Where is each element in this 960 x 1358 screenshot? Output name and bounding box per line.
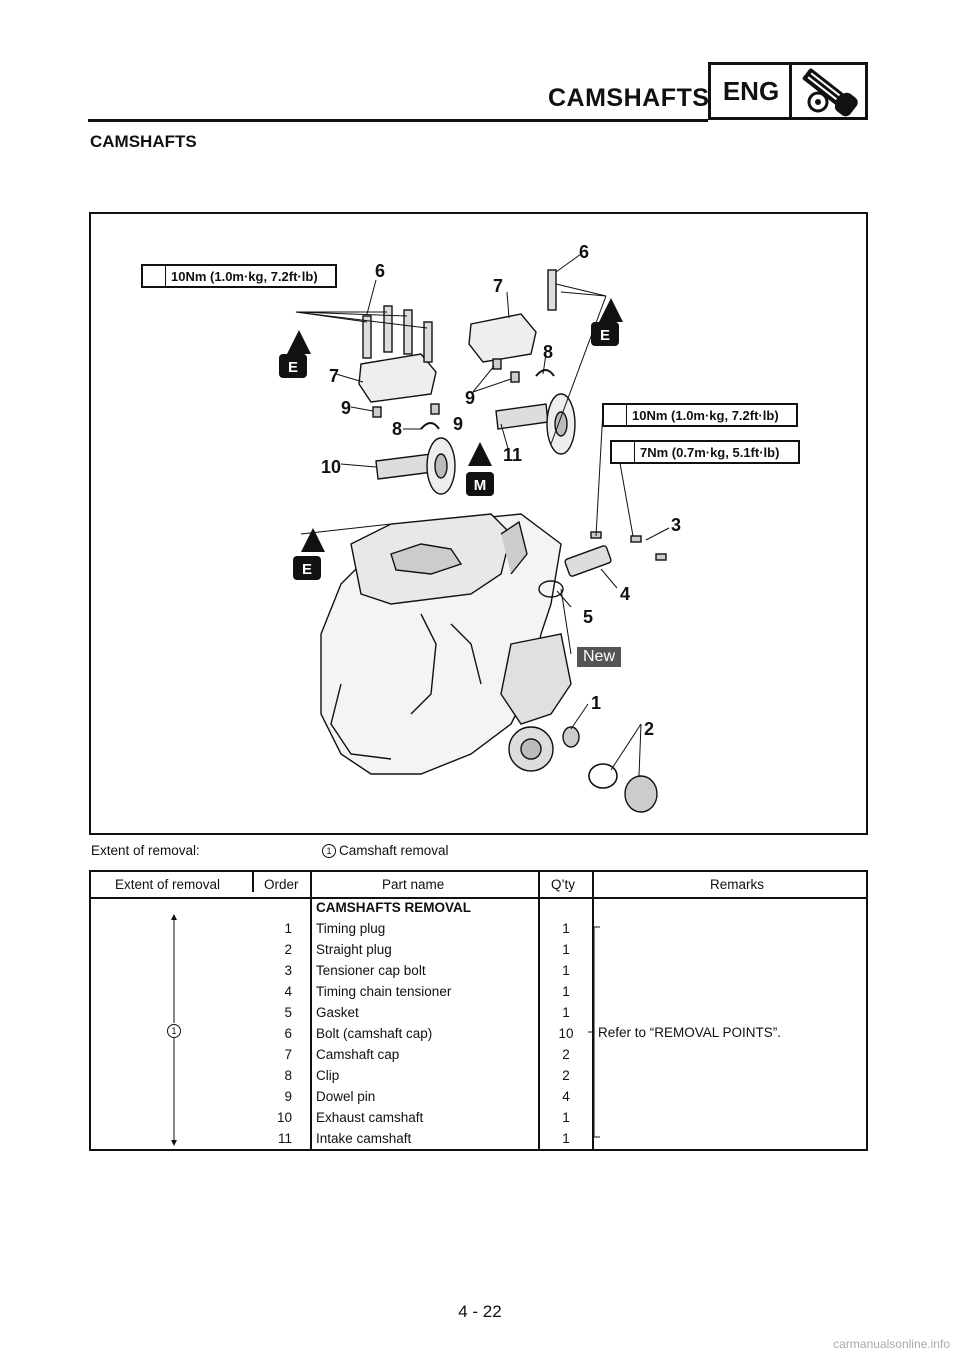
header-rule [88,119,708,122]
callout-8-right: 8 [543,342,554,362]
col-header-order: Order [264,877,299,892]
col-header-extent: Extent of removal [115,877,221,892]
row-order: 1 [284,921,292,936]
row-order: 11 [277,1131,292,1146]
row-part: Clip [316,1068,340,1083]
badge-divider [789,62,792,120]
torque-wrench-icon [612,442,635,462]
header-title: CAMSHAFTS [548,84,710,112]
camshaft-exploded-diagram: E E E M [279,253,670,813]
row-order: 5 [284,1005,292,1020]
col-header-remarks: Remarks [710,877,765,892]
section-code: ENG [722,76,780,106]
col-divider [310,870,312,1150]
row-qty: 1 [562,1110,570,1125]
callout-9-left: 9 [341,398,352,418]
callout-1: 1 [591,693,602,713]
row-part: Camshaft cap [316,1047,400,1062]
callout-11: 11 [503,445,523,465]
col-divider [252,870,254,892]
watermark: carmanualsonline.info [833,1337,950,1351]
callout-3: 3 [671,515,682,535]
row-qty: 2 [562,1047,570,1062]
row-qty: 1 [562,1005,570,1020]
table-extent-marker: 1 [167,1024,181,1038]
section-title: CAMSHAFTS [90,132,197,151]
row-part: Dowel pin [316,1089,376,1104]
row-part: Bolt (camshaft cap) [316,1026,433,1041]
row-order: 9 [284,1089,292,1104]
group-title: CAMSHAFTS REMOVAL [316,900,471,915]
row-order: 4 [284,984,292,999]
callout-5: 5 [583,607,594,627]
extent-marker: 1 [322,844,336,858]
row-qty: 10 [558,1026,574,1041]
torque-wrench-icon [604,405,627,425]
row-qty: 2 [562,1068,570,1083]
page-number: 4 - 22 [458,1302,502,1321]
callout-7-left: 7 [329,366,340,386]
row-order: 7 [284,1047,292,1062]
row-qty: 4 [562,1089,570,1104]
extent-label: Extent of removal: [91,843,200,858]
row-part: Tensioner cap bolt [316,963,426,978]
callout-6-right: 6 [579,242,590,262]
col-divider [538,870,540,1150]
svg-text:M: M [474,477,487,494]
row-order: 2 [284,942,292,957]
row-order: 3 [284,963,292,978]
row-part: Straight plug [316,942,392,957]
row-qty: 1 [562,1131,570,1146]
callout-9-mid: 9 [453,414,464,434]
callout-6-left: 6 [375,261,386,281]
svg-text:E: E [302,561,312,578]
new-part-tag: New [577,647,622,667]
lube-mark-icon: E E E M [279,298,623,580]
row-part: Timing chain tensioner [316,984,452,999]
row-qty: 1 [562,921,570,936]
extent-value: Camshaft removal [339,843,449,858]
torque-spec-cap-bolt-left: 10Nm (1.0m·kg, 7.2ft·lb) [141,264,337,288]
callout-9-right: 9 [465,388,476,408]
callout-10: 10 [321,457,342,477]
row-part: Timing plug [316,921,386,936]
torque-spec-tensioner: 7Nm (0.7m·kg, 5.1ft·lb) [610,440,800,464]
row-qty: 1 [562,942,570,957]
remarks-bracket [588,926,600,1138]
col-header-qty: Q’ty [551,877,576,892]
torque-wrench-icon [143,266,166,286]
row-part: Intake camshaft [316,1131,412,1146]
row-part: Gasket [316,1005,359,1020]
section-badge [708,62,868,120]
row-order: 6 [284,1026,292,1041]
parts-table [89,870,868,1151]
torque-spec-cap-bolt-right: 10Nm (1.0m·kg, 7.2ft·lb) [602,403,798,427]
row-qty: 1 [562,963,570,978]
row-order: 8 [284,1068,292,1083]
col-header-part-name: Part name [382,877,445,892]
wrench-icon [792,64,866,118]
callout-8-left: 8 [392,419,403,439]
exploded-view-figure: E E E M 6 6 7 7 8 8 9 9 9 10 11 3 4 5 1 … [89,212,868,835]
remark-text: Refer to “REMOVAL POINTS”. [598,1025,782,1040]
row-qty: 1 [562,984,570,999]
callout-2: 2 [644,719,655,739]
row-order: 10 [276,1110,292,1125]
callout-4: 4 [620,584,631,604]
callout-7-right: 7 [493,276,504,296]
col-divider [592,870,594,1150]
svg-text:E: E [600,327,610,344]
svg-text:E: E [288,359,298,376]
table-header-rule [89,897,868,899]
row-part: Exhaust camshaft [316,1110,424,1125]
